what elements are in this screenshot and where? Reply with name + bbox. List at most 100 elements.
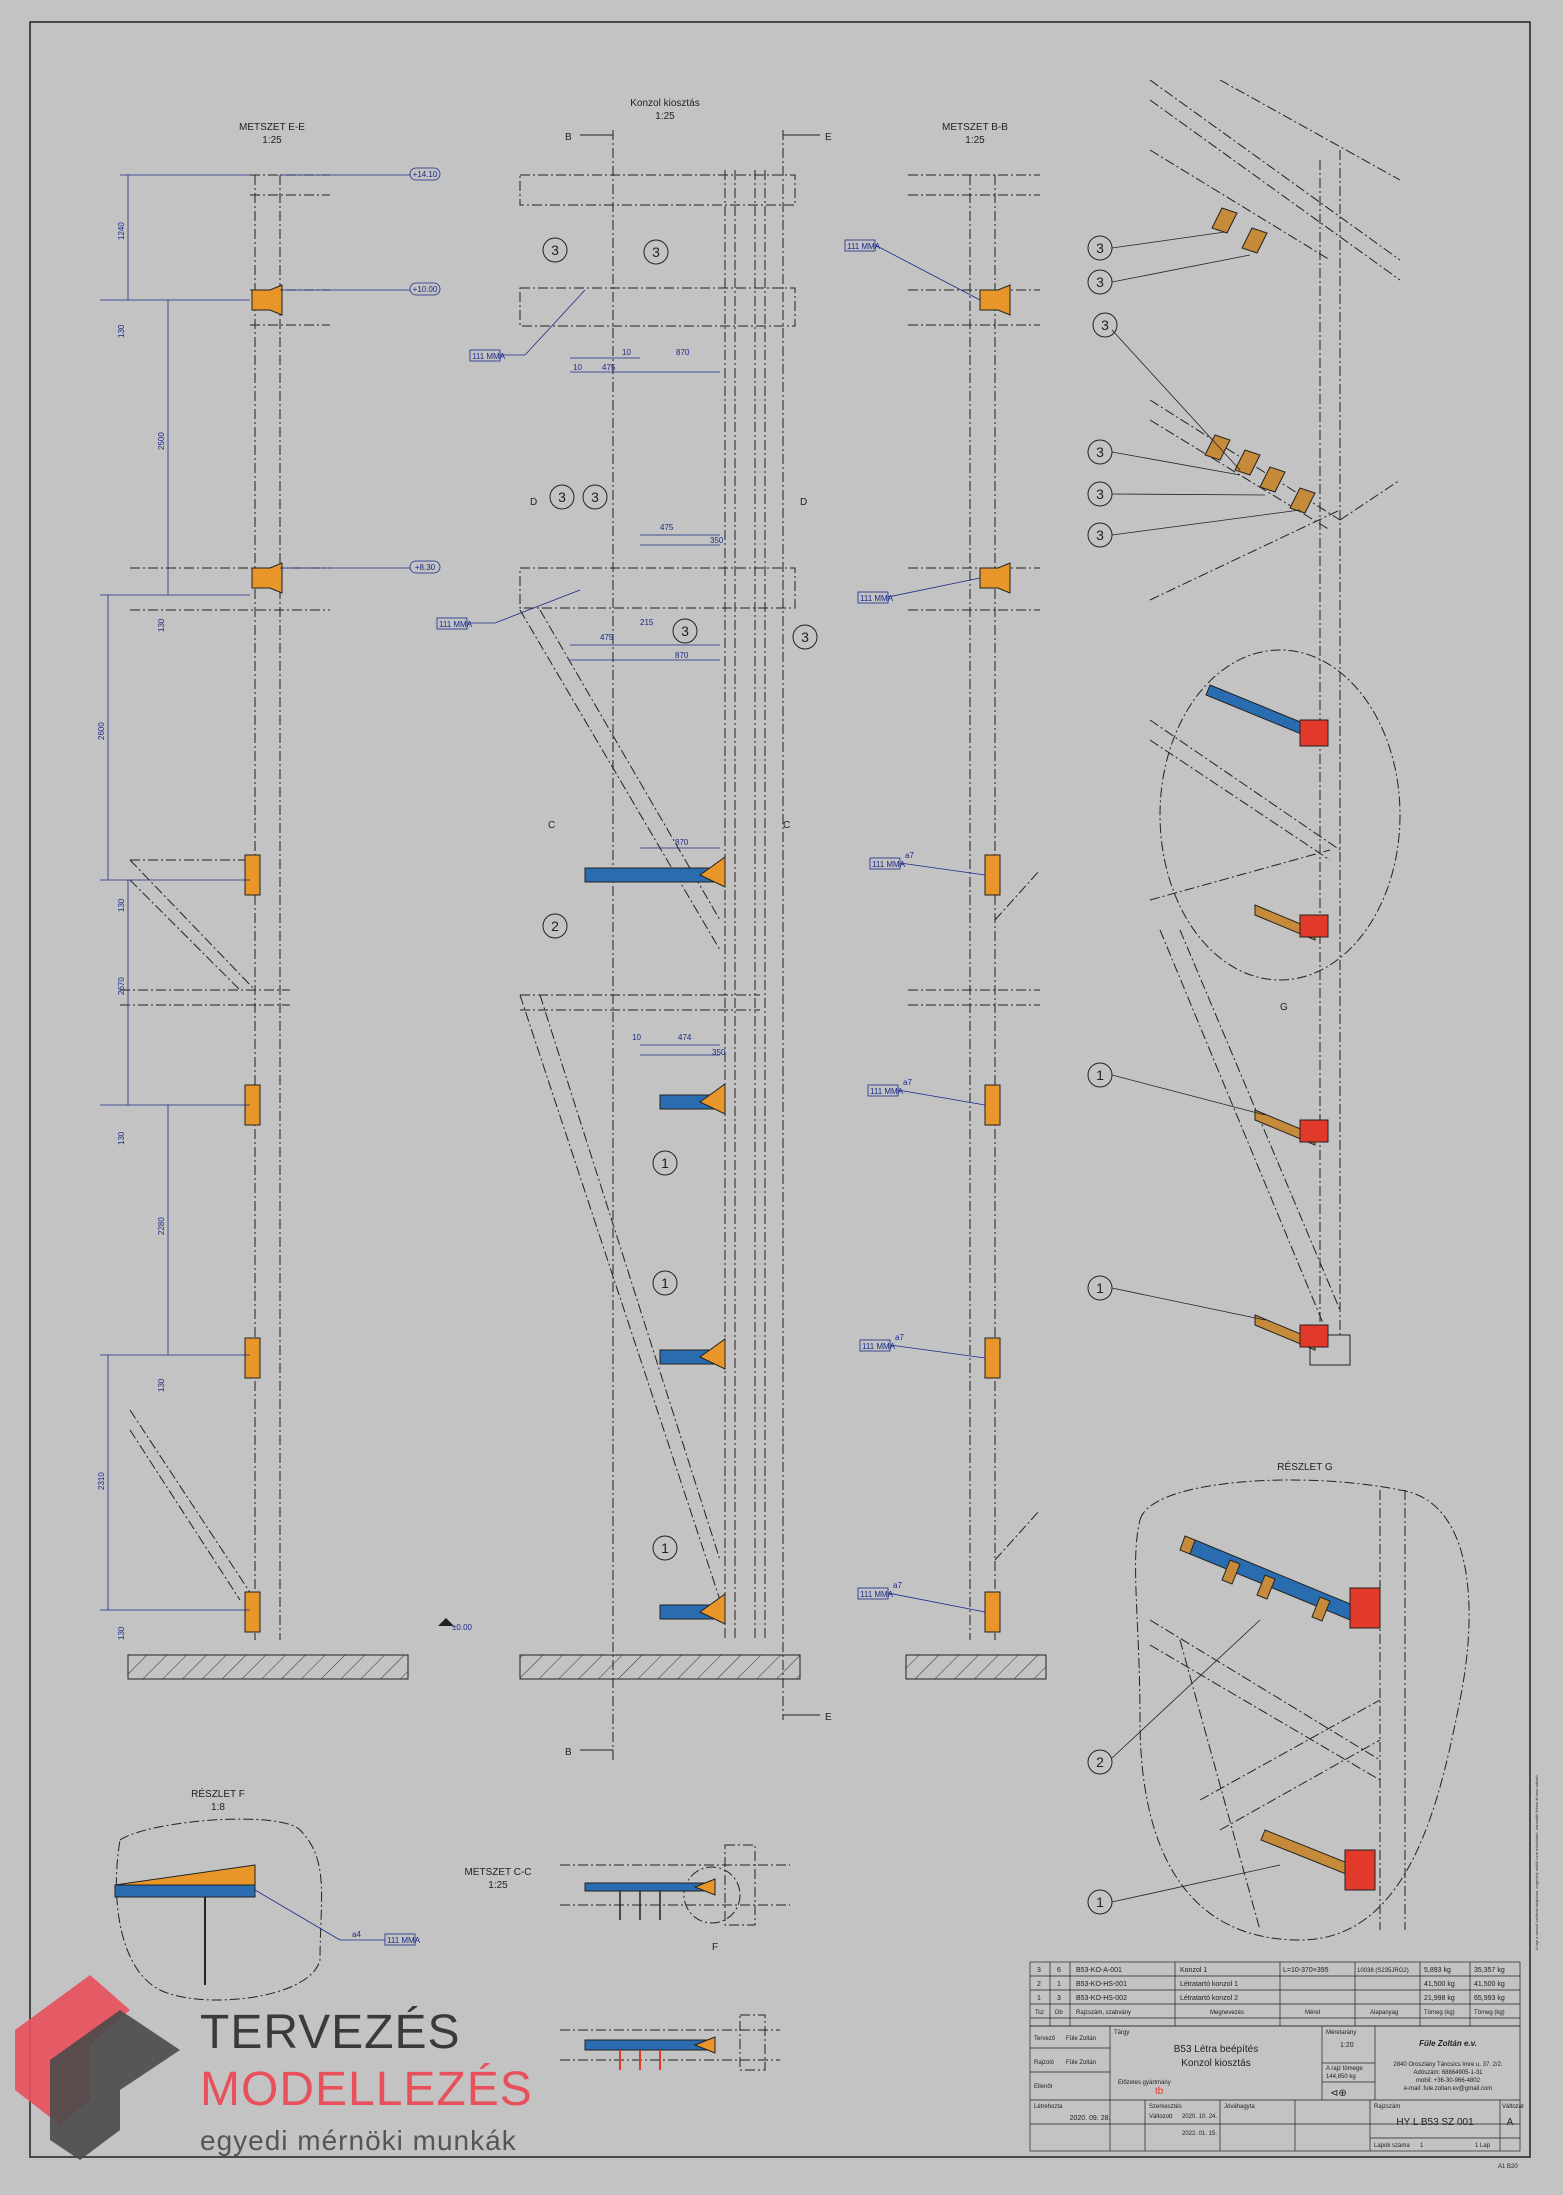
create-date: 2020. 09. 28. bbox=[1070, 2115, 1111, 2122]
bom-row-2-pos: 2 bbox=[1037, 1981, 1041, 1988]
dim-h474: 474 bbox=[678, 1033, 692, 1042]
sheet-format: A1 B20 bbox=[1498, 2164, 1518, 2170]
section-e-top: E bbox=[825, 132, 832, 143]
bom-header-name: Megnevezés bbox=[1210, 2010, 1244, 2016]
weld-tag-b6: 111 MMA bbox=[860, 1590, 894, 1599]
bom-row-2-weight: 41,500 kg bbox=[1424, 1981, 1455, 1988]
bom-row-1-name: Konzol 1 bbox=[1180, 1967, 1207, 1974]
balloon-3: 3 bbox=[1096, 486, 1104, 502]
tb-mark: tb bbox=[1155, 2086, 1164, 2097]
dim-v9: 2280 bbox=[157, 1217, 166, 1235]
detail-g-view: RÉSZLET G 2 1 bbox=[1087, 1460, 1470, 1941]
logo-line1: TERVEZÉS bbox=[200, 2006, 461, 2059]
copyright-side-note: A rajz a szerző szellemi tulajdona, enge… bbox=[1534, 1774, 1539, 1950]
bom-row-1-drawing: B53-KO-A-001 bbox=[1076, 1967, 1122, 1974]
dim-v6: 130 bbox=[117, 898, 126, 912]
section-ee-view: METSZET E-E 1:25 bbox=[97, 122, 473, 1680]
dim-v5: 2600 bbox=[97, 722, 106, 740]
dim-v2: 130 bbox=[117, 324, 126, 338]
isometric-parts bbox=[1204, 207, 1329, 1351]
balloon-3: 3 bbox=[1096, 274, 1104, 290]
bom-row-1-size: L=10-370×395 bbox=[1283, 1967, 1329, 1974]
detail-g-title: RÉSZLET G bbox=[1277, 1460, 1333, 1473]
ellenor-label: Ellenőr bbox=[1034, 2084, 1053, 2090]
bom-row-3-pos: 1 bbox=[1037, 1995, 1041, 2002]
section-ee-scale: 1:25 bbox=[262, 135, 282, 146]
console-arms bbox=[584, 856, 726, 1625]
bom-header-weight: Tömeg (kg) bbox=[1424, 2010, 1455, 2016]
bom-rows: 3 6 B53-KO-A-001 Konzol 1 L=10-370×395 1… bbox=[1035, 1967, 1505, 2016]
balloon-3: 3 bbox=[1096, 527, 1104, 543]
detail-f-title: RÉSZLET F bbox=[191, 1787, 245, 1800]
bom-row-3-total: 65,993 kg bbox=[1474, 1995, 1505, 2002]
section-cc-view: METSZET C-C 1:25 F bbox=[464, 1844, 790, 1953]
balloon-3: 3 bbox=[1101, 317, 1109, 333]
elevation-1: +14.10 bbox=[413, 170, 438, 179]
bracket-marks bbox=[244, 284, 283, 1633]
section-bb-scale: 1:25 bbox=[965, 135, 985, 146]
tomeg-label: A rajz tömege bbox=[1326, 2066, 1363, 2072]
bom-row-1-weight: 5,893 kg bbox=[1424, 1967, 1451, 1974]
balloon-1: 1 bbox=[661, 1540, 669, 1556]
section-c-right: C bbox=[783, 820, 790, 831]
balloon-1: 1 bbox=[1096, 1894, 1104, 1910]
elevation-zero: ±0.00 bbox=[452, 1623, 473, 1632]
balloon-3: 3 bbox=[681, 623, 689, 639]
targy-label: Tárgy bbox=[1114, 2030, 1129, 2036]
drawing-title-1: B53 Létra beépítés bbox=[1174, 2044, 1259, 2055]
tomeg-value: 144,850 kg bbox=[1326, 2074, 1356, 2080]
dim-h475-c: 475 bbox=[600, 633, 614, 642]
bom-header-total: Tömeg (kg) bbox=[1474, 2010, 1505, 2016]
bom-header-material: Alapanyag bbox=[1370, 2010, 1398, 2016]
sheet-value: 1 bbox=[1475, 2143, 1479, 2149]
company-addr-1: 2840 Oroszlány Táncsics Imre u. 37. 2/2. bbox=[1393, 2062, 1503, 2068]
dim-v1: 1240 bbox=[117, 222, 126, 240]
szerkesztes-label: Szerkesztés bbox=[1149, 2104, 1182, 2110]
company-addr-3: mobil: +36-30-966-4802 bbox=[1416, 2078, 1481, 2084]
section-bb-view: METSZET B-B 1:25 111 MMA bbox=[844, 122, 1047, 1680]
bom-row-2-qty: 1 bbox=[1057, 1981, 1061, 1988]
section-b-bottom: B bbox=[565, 1747, 572, 1758]
weld-tag-2: 111 MMA bbox=[439, 620, 473, 629]
meretarany-value: 1:20 bbox=[1340, 2042, 1354, 2049]
dim-h870-c: 870 bbox=[675, 838, 689, 847]
console-distribution-view: Konzol kiosztás 1:25 B E B E D D C C bbox=[436, 98, 832, 1760]
logo-line2: MODELLEZÉS bbox=[200, 2063, 533, 2116]
rev-date: 2020. 10. 24. bbox=[1182, 2114, 1217, 2120]
elevation-3: +8.30 bbox=[415, 563, 436, 572]
elevation-2: +10.00 bbox=[413, 285, 438, 294]
dim-h10-b: 10 bbox=[622, 348, 631, 357]
bom-row-3-drawing: B53-KO-HS-002 bbox=[1076, 1995, 1127, 2002]
dim-v8: 130 bbox=[117, 1131, 126, 1145]
dim-h475-b: 475 bbox=[660, 523, 674, 532]
balloon-labels: 3 3 3 3 3 3 2 1 1 1 bbox=[551, 242, 809, 1556]
company-name: Füle Zoltán e.v. bbox=[1419, 2039, 1477, 2048]
detail-f-view: RÉSZLET F 1:8 a4 111 MMA bbox=[114, 1787, 421, 2001]
weld-size-a7: a7 bbox=[905, 851, 914, 860]
dim-h870-a: 870 bbox=[676, 348, 690, 357]
balloon-3: 3 bbox=[652, 244, 660, 260]
jovahagyta-label: Jóváhagyta bbox=[1224, 2104, 1255, 2110]
dim-v4: 130 bbox=[157, 618, 166, 632]
dim-h870-b: 870 bbox=[675, 651, 689, 660]
bom-row-1-material: 10038 (S235JRG2) bbox=[1357, 1968, 1409, 1974]
dim-h350-b: 350 bbox=[712, 1048, 726, 1057]
detail-f-scale: 1:8 bbox=[211, 1802, 225, 1813]
balloon-1: 1 bbox=[661, 1155, 669, 1171]
tervezo-label: Tervező bbox=[1034, 2036, 1056, 2042]
balloon-1: 1 bbox=[1096, 1067, 1104, 1083]
section-d-left: D bbox=[530, 497, 537, 508]
balloon-3: 3 bbox=[551, 242, 559, 258]
rajzolo-value: Füle Zoltán bbox=[1066, 2060, 1096, 2066]
balloon-3: 3 bbox=[558, 489, 566, 505]
rajzolo-label: Rajzoló bbox=[1034, 2060, 1055, 2066]
meretarany-label: Méretarány bbox=[1326, 2030, 1356, 2036]
bom-header-qty: Db bbox=[1055, 2010, 1063, 2016]
section-dd-view bbox=[560, 2014, 780, 2071]
title-block bbox=[1029, 2025, 1521, 2152]
bom-row-2-name: Létratartó konzol 1 bbox=[1180, 1981, 1238, 1988]
bom-row-3-qty: 3 bbox=[1057, 1995, 1061, 2002]
tervezo-value: Füle Zoltán bbox=[1066, 2036, 1096, 2042]
bom-row-3-weight: 21,998 kg bbox=[1424, 1995, 1455, 2002]
